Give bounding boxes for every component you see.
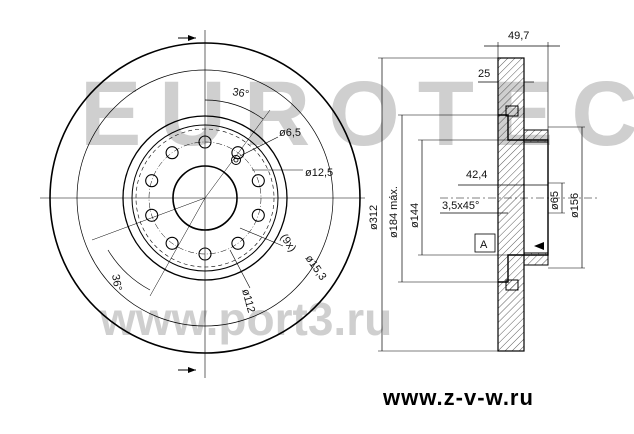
label-dia-outer: ø312 (368, 205, 380, 230)
bolt-hole (231, 236, 245, 250)
bolt-hole (165, 236, 179, 250)
label-dia-bolt-hole: ø12,5 (305, 167, 333, 179)
bolt-hole (198, 135, 212, 149)
label-angle-bottom: 36° (109, 273, 124, 291)
watermark-site: www.port3.ru (99, 293, 392, 345)
hat-wall-top (523, 129, 549, 143)
bolt-hole (145, 208, 159, 222)
angle-ref-line-top (204, 109, 271, 199)
hat-flange-top (505, 105, 519, 117)
label-dia-hat: ø144 (409, 203, 421, 228)
angle-ref-line-bottom-2 (149, 197, 206, 297)
hat-wall-bottom (523, 252, 549, 266)
disc-section (497, 57, 525, 352)
bolt-holes (145, 135, 265, 261)
bolt-hole (251, 174, 265, 188)
disc-friction-inner (76, 69, 334, 327)
section-arrowhead-bottom (188, 367, 196, 373)
label-hat-height: 42,4 (466, 169, 487, 181)
label-total-thickness: 49,7 (508, 30, 529, 42)
leader-small-hole (239, 136, 279, 157)
label-disc-thickness: 25 (478, 68, 490, 80)
locating-hole (231, 155, 241, 165)
label-dia-small-hole: ø6,5 (279, 127, 301, 139)
section-a-arrow (534, 242, 544, 250)
pitch-circle (148, 141, 262, 255)
bolt-hole (165, 146, 179, 160)
front-view (40, 30, 365, 378)
angle-arc-top (204, 99, 264, 120)
hat-outer (122, 115, 288, 281)
hat-flange-bottom (505, 279, 519, 291)
disc-outer-edge (49, 42, 361, 354)
watermark: EUROTEC www.port3.ru (80, 63, 634, 345)
label-dia-flange: ø156 (569, 193, 581, 218)
hat-inner (131, 124, 279, 272)
section-arrowhead-top (188, 35, 196, 41)
side-view (378, 42, 600, 352)
watermark-brand: EUROTEC (80, 63, 634, 165)
label-chamfer: 3,5x45° (442, 200, 479, 212)
footer-url: www.z-v-w.ru (382, 385, 534, 410)
label-section-a: A (480, 239, 488, 251)
leader-pcd (229, 249, 251, 289)
angle-ref-line-bottom (91, 197, 206, 241)
bolt-hole (145, 174, 159, 188)
bolt-hole (198, 247, 212, 261)
center-bore (172, 165, 238, 231)
label-dia-bolt-hole-alt: ø15,3 (303, 253, 329, 283)
leader-bolt-count (239, 227, 284, 247)
section-a-box (474, 233, 496, 253)
locating-hole-inner (233, 157, 239, 163)
angle-arc-bottom (107, 249, 151, 291)
label-dia-center: ø65 (549, 191, 561, 210)
label-dia-max: ø184 máx. (388, 186, 400, 238)
label-bolt-count: (9x) (278, 232, 299, 254)
hat-edge (135, 128, 275, 268)
label-angle-top: 36° (231, 86, 249, 101)
bolt-hole (251, 208, 265, 222)
